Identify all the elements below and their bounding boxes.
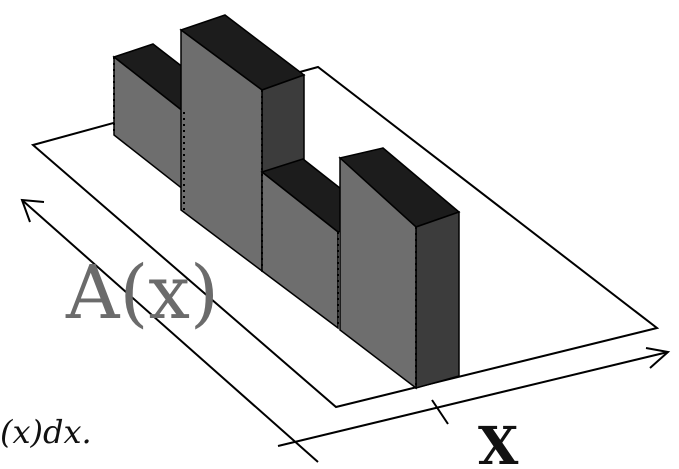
x-axis-label: X	[478, 416, 519, 469]
block-middle-front	[261, 170, 339, 330]
block-front-right	[338, 147, 461, 390]
area-function-label: A(x)	[65, 250, 219, 336]
area-axis-arrow	[20, 198, 319, 463]
block-front-right-side	[415, 210, 460, 389]
block-front-right-front	[339, 156, 417, 390]
dotted-slice-lines	[113, 57, 417, 388]
x-axis-tick	[431, 399, 449, 425]
block-tall	[179, 14, 306, 273]
formula-fragment: (x)dx.	[0, 413, 92, 451]
x-axis-arrow	[277, 347, 671, 447]
